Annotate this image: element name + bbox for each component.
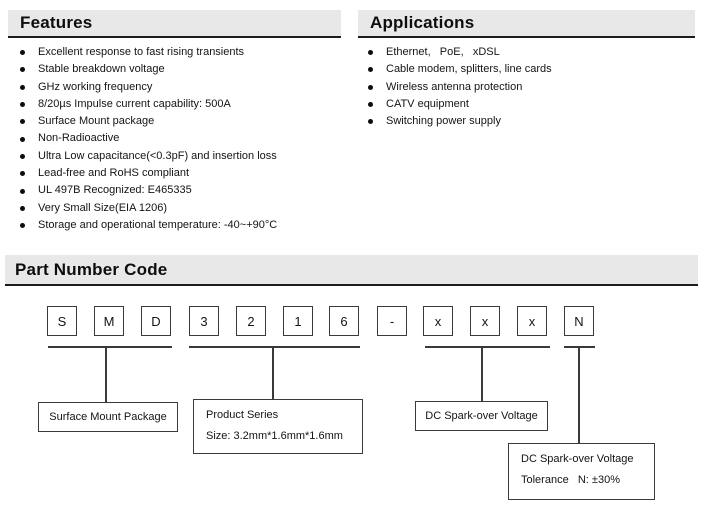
group-underline-xxx — [425, 346, 550, 348]
bullet-icon — [20, 171, 25, 177]
callout-dc-spark-over-voltage: DC Spark-over Voltage — [415, 401, 548, 431]
list-item: CATV equipment — [368, 96, 698, 113]
feature-item-text: Ultra Low capacitance(<0.3pF) and insert… — [38, 149, 277, 162]
applications-list: Ethernet, PoE, xDSL Cable modem, splitte… — [368, 44, 698, 130]
features-list: Excellent response to fast rising transi… — [20, 44, 350, 234]
bullet-icon — [368, 50, 373, 56]
part-code-box: x — [423, 306, 453, 336]
application-item-text: Ethernet, PoE, xDSL — [386, 46, 500, 58]
part-code-box: 1 — [283, 306, 313, 336]
bullet-icon — [20, 67, 25, 73]
features-section-header: Features — [8, 10, 341, 38]
callout-text: Size: 3.2mm*1.6mm*1.6mm — [206, 430, 343, 442]
bullet-icon — [20, 102, 25, 108]
feature-item-text: Stable breakdown voltage — [38, 63, 165, 76]
feature-item-text: GHz working frequency — [38, 80, 153, 93]
list-item: Lead-free and RoHS compliant — [20, 165, 350, 182]
callout-voltage-tolerance: DC Spark-over Voltage Tolerance N: ±30% — [508, 443, 655, 500]
bullet-icon — [20, 223, 25, 229]
list-item: Storage and operational temperature: -40… — [20, 217, 350, 234]
part-number-section-header: Part Number Code — [5, 255, 698, 286]
list-item: Stable breakdown voltage — [20, 61, 350, 78]
group-underline-3216 — [189, 346, 360, 348]
part-code-box: 2 — [236, 306, 266, 336]
callout-text: Surface Mount Package — [49, 411, 167, 423]
bullet-icon — [20, 50, 25, 56]
list-item: Surface Mount package — [20, 113, 350, 130]
list-item: Wireless antenna protection — [368, 79, 698, 96]
feature-item-text: Non-Radioactive — [38, 132, 120, 145]
bullet-icon — [20, 84, 25, 90]
part-code-box: S — [47, 306, 77, 336]
bullet-icon — [20, 205, 25, 211]
bullet-icon — [368, 102, 373, 108]
feature-item-text: Excellent response to fast rising transi… — [38, 46, 245, 58]
callout-surface-mount-package: Surface Mount Package — [38, 402, 178, 432]
callout-text: Product Series — [206, 409, 279, 421]
list-item: Very Small Size(EIA 1206) — [20, 200, 350, 217]
part-code-box: N — [564, 306, 594, 336]
bullet-icon — [20, 119, 25, 125]
part-code-box: x — [470, 306, 500, 336]
part-code-box: D — [141, 306, 171, 336]
connector-line-voltage — [481, 346, 483, 401]
callout-product-series: Product Series Size: 3.2mm*1.6mm*1.6mm — [193, 399, 363, 454]
application-item-text: Wireless antenna protection — [386, 80, 523, 93]
applications-section-header: Applications — [358, 10, 695, 38]
bullet-icon — [20, 153, 25, 159]
bullet-icon — [368, 84, 373, 90]
list-item: 8/20µs Impulse current capability: 500A — [20, 96, 350, 113]
list-item: Non-Radioactive — [20, 130, 350, 147]
bullet-icon — [368, 67, 373, 73]
list-item: Excellent response to fast rising transi… — [20, 44, 350, 61]
part-code-box: 3 — [189, 306, 219, 336]
list-item: GHz working frequency — [20, 79, 350, 96]
part-code-box: 6 — [329, 306, 359, 336]
feature-item-text: Lead-free and RoHS compliant — [38, 167, 190, 180]
list-item: Switching power supply — [368, 113, 698, 130]
bullet-icon — [368, 119, 373, 125]
application-item-text: Cable modem, splitters, line cards — [386, 63, 552, 76]
list-item: Cable modem, splitters, line cards — [368, 61, 698, 78]
part-code-box: x — [517, 306, 547, 336]
bullet-icon — [20, 188, 25, 194]
feature-item-text: 8/20µs Impulse current capability: 500A — [38, 97, 231, 110]
callout-text: DC Spark-over Voltage — [425, 410, 538, 422]
application-item-text: Switching power supply — [386, 115, 501, 128]
part-code-box: M — [94, 306, 124, 336]
part-code-box: - — [377, 306, 407, 336]
list-item: Ethernet, PoE, xDSL — [368, 44, 698, 61]
connector-line-series — [272, 346, 274, 399]
list-item: Ultra Low capacitance(<0.3pF) and insert… — [20, 148, 350, 165]
group-underline-smd — [48, 346, 172, 348]
feature-item-text: Very Small Size(EIA 1206) — [38, 201, 168, 214]
callout-text: Tolerance N: ±30% — [521, 474, 620, 486]
feature-item-text: Surface Mount package — [38, 115, 155, 128]
list-item: UL 497B Recognized: E465335 — [20, 182, 350, 199]
connector-line-tolerance — [578, 346, 580, 443]
bullet-icon — [20, 136, 25, 142]
application-item-text: CATV equipment — [386, 97, 469, 110]
callout-text: DC Spark-over Voltage — [521, 453, 634, 465]
connector-line-package — [105, 346, 107, 402]
feature-item-text: UL 497B Recognized: E465335 — [38, 184, 192, 197]
feature-item-text: Storage and operational temperature: -40… — [38, 218, 278, 231]
